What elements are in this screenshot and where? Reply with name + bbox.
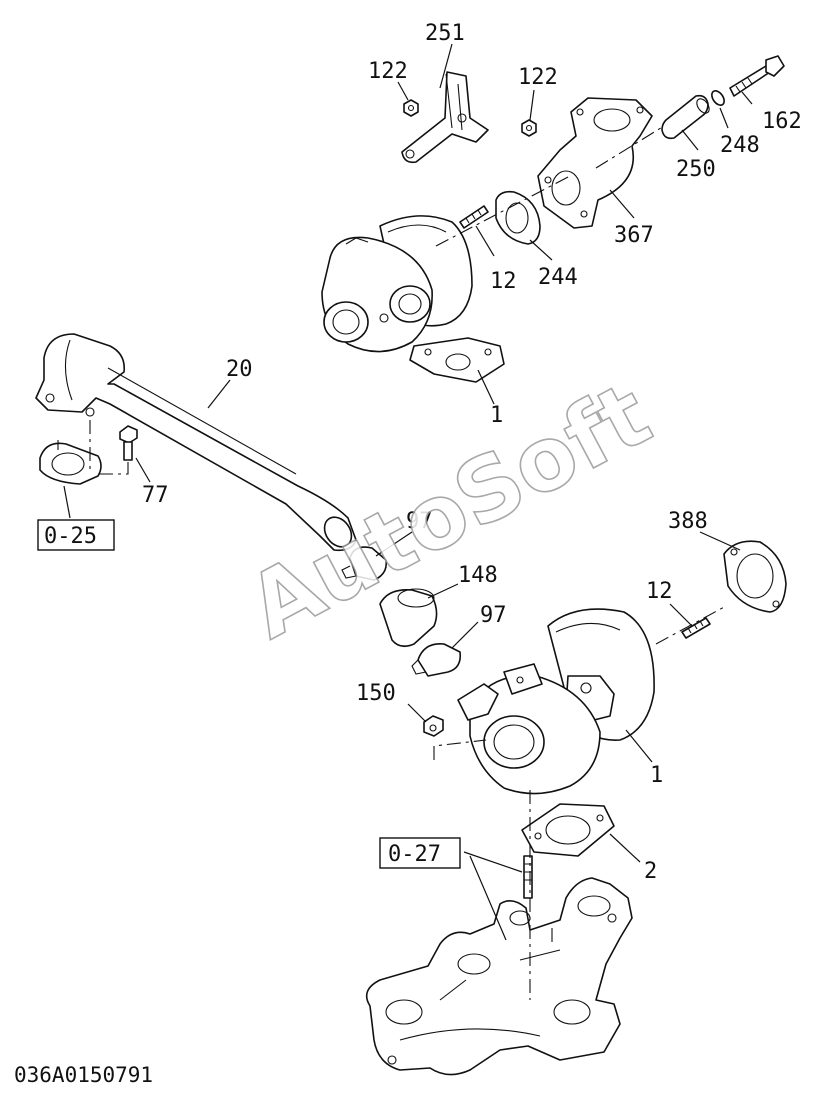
spacer-250	[661, 94, 710, 140]
leader-12-top	[475, 225, 495, 257]
nut-122-right	[521, 119, 537, 137]
gasket-388	[723, 540, 787, 613]
leader-250	[681, 129, 699, 151]
bracket-251	[401, 71, 489, 164]
leader-122-left	[397, 81, 409, 101]
reference-box-0-25[interactable]: 0-25	[37, 519, 115, 551]
callout-244: 244	[538, 265, 578, 290]
clamp-97-lower	[411, 643, 462, 677]
hose-148	[379, 588, 438, 648]
callout-162: 162	[762, 109, 802, 134]
turbocharger-upper	[321, 215, 505, 383]
callout-77: 77	[142, 483, 169, 508]
stud-12-lower	[681, 617, 711, 639]
leader-97-lower	[451, 621, 479, 649]
callout-122-left: 122	[368, 59, 408, 84]
callout-12-lower: 12	[646, 579, 673, 604]
callout-97-upper: 97	[406, 509, 433, 534]
leader-251	[439, 43, 453, 89]
stud-0-27	[523, 855, 533, 899]
callout-122-right: 122	[518, 65, 558, 90]
callout-2: 2	[644, 859, 657, 884]
centerline-elbow-to-turbo	[435, 175, 571, 247]
leader-97-upper	[375, 531, 413, 557]
diagram-code: 036A0150791	[14, 1063, 153, 1087]
callout-1-lower: 1	[650, 763, 663, 788]
leader-1-lower	[625, 729, 653, 763]
bolt-162	[729, 55, 785, 97]
callout-20: 20	[226, 357, 253, 382]
gasket-pipe-flange	[39, 442, 102, 485]
leader-367	[609, 189, 635, 219]
bolt-77	[119, 425, 138, 461]
callout-251: 251	[425, 21, 465, 46]
callout-12-top: 12	[490, 269, 517, 294]
gasket-2	[521, 803, 615, 857]
centerline-bolt-77	[98, 462, 129, 475]
nut-122-left	[403, 99, 419, 117]
leader-20	[207, 379, 231, 409]
callout-250: 250	[676, 157, 716, 182]
callout-388: 388	[668, 509, 708, 534]
stud-12-top	[459, 205, 489, 229]
leader-388	[699, 531, 741, 551]
leader-244	[529, 239, 553, 261]
callout-97-lower: 97	[480, 603, 507, 628]
reference-box-0-27[interactable]: 0-27	[379, 837, 461, 869]
leader-248	[719, 107, 729, 129]
leader-2	[609, 833, 641, 863]
washer-248	[711, 90, 725, 106]
callout-150: 150	[356, 681, 396, 706]
leader-122-right	[529, 89, 535, 121]
leader-162	[741, 91, 753, 105]
centerline-bolt-162	[595, 125, 665, 169]
leader-0-25	[63, 485, 71, 519]
centerline-pipe-flange-left	[57, 420, 91, 470]
callout-1-upper: 1	[490, 403, 503, 428]
leader-1-upper	[477, 369, 495, 405]
turbocharger-lower	[457, 608, 655, 795]
leader-150	[407, 703, 427, 723]
gasket-244	[495, 190, 541, 245]
leader-0-27	[463, 851, 523, 941]
nut-150	[423, 715, 444, 737]
centerline-150	[433, 739, 487, 760]
leader-12-lower	[669, 603, 693, 627]
callout-148: 148	[458, 563, 498, 588]
leader-148	[427, 583, 459, 599]
elbow-367	[537, 97, 653, 229]
exhaust-manifold	[365, 877, 633, 1076]
callout-367: 367	[614, 223, 654, 248]
reference-label-0-25: 0-25	[44, 524, 97, 549]
pipe-20	[35, 333, 357, 552]
callout-248: 248	[720, 133, 760, 158]
reference-label-0-27: 0-27	[388, 842, 441, 867]
leader-77	[135, 457, 151, 483]
